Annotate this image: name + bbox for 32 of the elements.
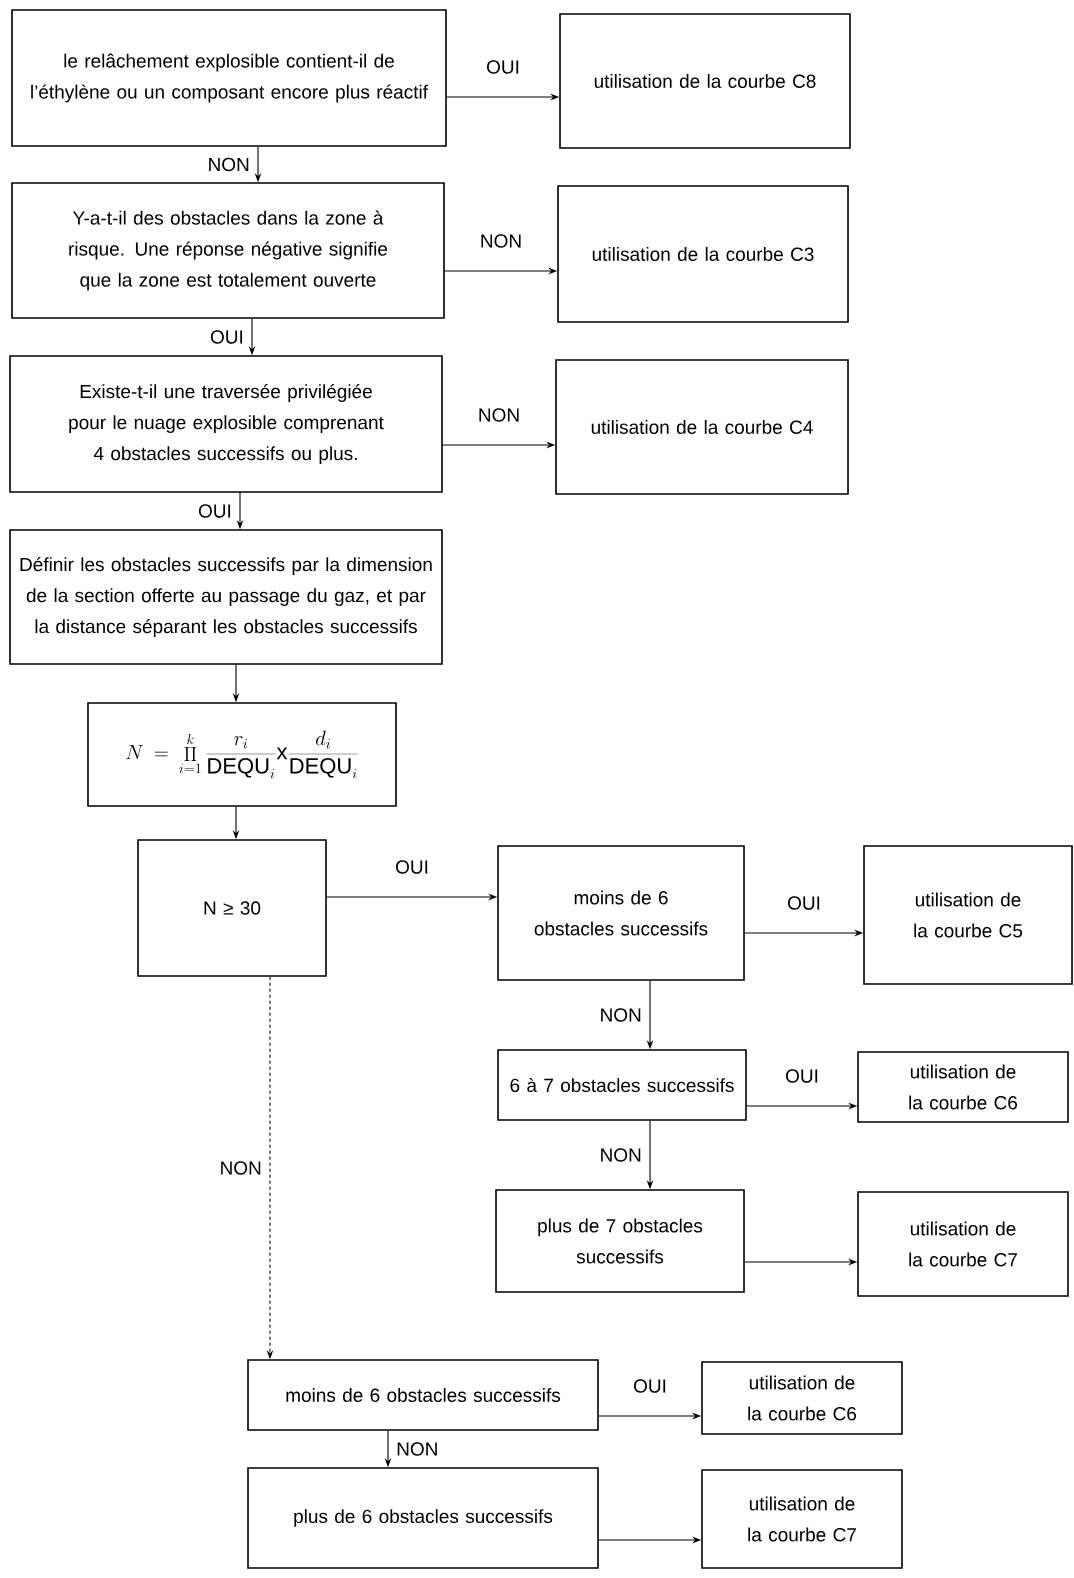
edge-label: OUI (208, 328, 246, 346)
process-box: Y-a-t-il des obstacles dans la zone à risque. Une réponse négative signifie que la zone est totalement ouverte (11, 182, 445, 319)
process-box: utilisation de la courbe C8 (559, 13, 851, 149)
process-box: moins de 6 obstacles successifs (497, 845, 745, 981)
formula-box: $N = \prod_{i=1}^{k} \frac{r_i}{\mathrm{DEQU}_i} \mathrm{x} \frac{d_i}{\mathrm{DEQU}_i}$ (87, 702, 397, 807)
edge-label: NON (597, 1006, 644, 1024)
process-box: utilisation de la courbe C3 (557, 185, 849, 323)
edge-label: NON (475, 406, 523, 424)
process-box: Définir les obstacles successifs par la dimension de la section offerte au passage du gaz, et par la distance séparant les obstacles successifs (9, 529, 443, 665)
process-box: le relâchement explosible contient-il de l’éthylène ou un composant encore plus réactif (11, 9, 447, 147)
process-box: Existe-t-il une traversée privilégiée pour le nuage explosible comprenant 4 obstacles successifs ou plus. (9, 355, 443, 493)
process-box: plus de 6 obstacles successifs (247, 1467, 599, 1569)
edge-label: OUI (484, 58, 522, 76)
edge-label: OUI (785, 894, 823, 912)
process-box: utilisation de la courbe C7 (857, 1191, 1069, 1297)
process-box: utilisation de la courbe C5 (863, 845, 1073, 985)
edge-label: OUI (631, 1377, 669, 1395)
edge-label: NON (597, 1146, 644, 1164)
process-box: plus de 7 obstacles successifs (495, 1189, 745, 1293)
process-box: utilisation de la courbe C6 (857, 1051, 1069, 1123)
process-box: utilisation de la courbe C4 (555, 359, 849, 495)
edge-label: NON (394, 1440, 441, 1458)
process-box: utilisation de la courbe C7 (701, 1469, 903, 1569)
process-box: N ≥ 30 (137, 839, 327, 977)
edge-label: NON (477, 232, 525, 250)
edge-label: OUI (196, 502, 234, 520)
process-box: moins de 6 obstacles successifs (247, 1359, 599, 1431)
edge-label: OUI (783, 1067, 821, 1085)
edge-label: NON (217, 1159, 264, 1177)
process-box: 6 à 7 obstacles successifs (497, 1049, 747, 1121)
process-box: utilisation de la courbe C6 (701, 1361, 903, 1435)
edge-label: OUI (393, 858, 431, 876)
